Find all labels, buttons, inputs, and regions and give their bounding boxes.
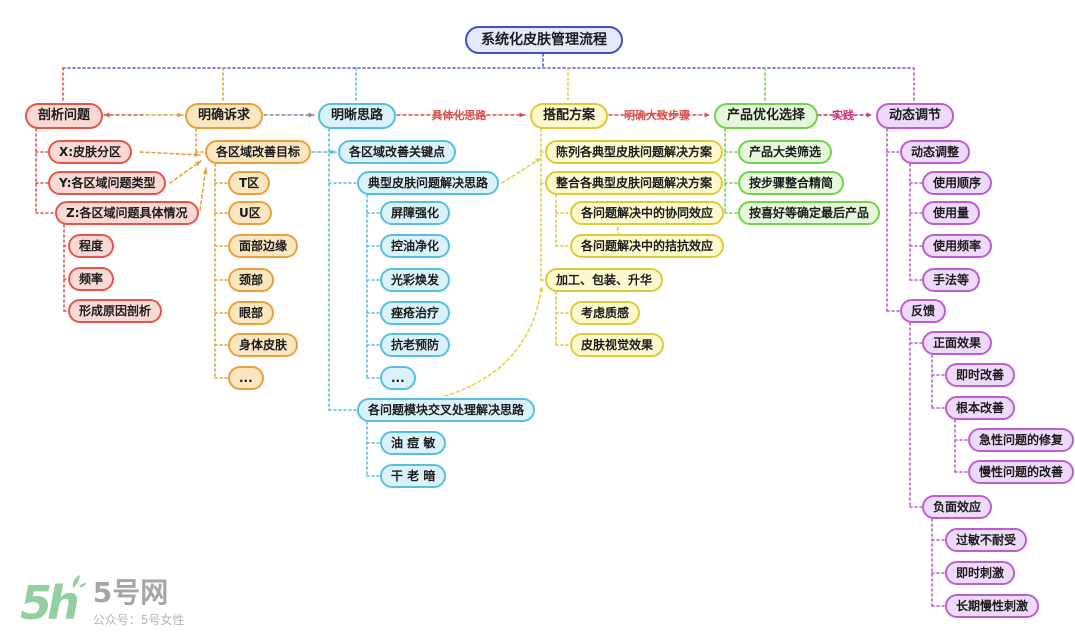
leaf-icon: [72, 575, 86, 588]
node-instant-improve[interactable]: 即时改善: [945, 363, 1016, 387]
edge-label-concretize: 具体化思路: [431, 109, 487, 122]
node-negative-effects[interactable]: 负面效应: [922, 495, 993, 519]
edge-label-clarify-steps: 明确大致步骤: [624, 109, 690, 122]
node-dry-aged-dull[interactable]: 干 老 暗: [380, 464, 447, 488]
node-solutions-ellipsis[interactable]: ...: [380, 366, 416, 390]
node-improvement-goals[interactable]: 各区域改善目标: [205, 140, 312, 164]
node-key-points[interactable]: 各区域改善关键点: [338, 140, 457, 164]
node-visual-effect[interactable]: 皮肤视觉效果: [570, 333, 665, 357]
node-analyze-problems[interactable]: 剖析问题: [25, 103, 104, 129]
node-usage-frequency[interactable]: 使用频率: [922, 234, 993, 258]
node-product-optimization[interactable]: 产品优化选择: [714, 103, 819, 129]
node-neck[interactable]: 颈部: [228, 268, 275, 292]
node-final-products[interactable]: 按喜好等确定最后产品: [738, 201, 881, 225]
node-category-screening[interactable]: 产品大类筛选: [738, 140, 833, 164]
site-name: 5号网: [92, 576, 169, 609]
node-frequency[interactable]: 频率: [68, 267, 115, 291]
node-root-title[interactable]: 系统化皮肤管理流程: [465, 26, 623, 54]
node-chronic-irritation[interactable]: 长期慢性刺激: [945, 594, 1040, 618]
node-cross-solutions[interactable]: 各问题模块交叉处理解决思路: [357, 398, 536, 422]
node-goals-ellipsis[interactable]: ...: [228, 366, 264, 390]
node-texture[interactable]: 考虑质感: [570, 301, 641, 325]
node-acute-repair[interactable]: 急性问题的修复: [968, 428, 1075, 452]
node-t-zone[interactable]: T区: [228, 171, 271, 195]
node-z-problem-details[interactable]: Z:各区域问题具体情况: [55, 201, 199, 225]
edge-label-practice: 实践: [832, 109, 854, 122]
node-clear-thinking[interactable]: 明晰思路: [318, 103, 397, 129]
node-radiance[interactable]: 光彩焕发: [380, 268, 451, 292]
node-barrier-strengthen[interactable]: 屏障强化: [380, 201, 451, 225]
node-face-edge[interactable]: 面部边缘: [228, 234, 299, 258]
node-antagonism-effect[interactable]: 各问题解决中的拮抗效应: [570, 234, 725, 258]
node-typical-solutions[interactable]: 典型皮肤问题解决思路: [357, 171, 500, 195]
node-instant-irritation[interactable]: 即时刺激: [945, 561, 1016, 585]
node-body-skin[interactable]: 身体皮肤: [228, 333, 299, 357]
node-acne-treatment[interactable]: 痤疮治疗: [380, 301, 451, 325]
node-feedback[interactable]: 反馈: [900, 299, 947, 323]
node-allergy-intolerance[interactable]: 过敏不耐受: [945, 528, 1028, 552]
site-slogan: 公众号：5号女性: [92, 613, 185, 627]
node-chronic-improve[interactable]: 慢性问题的改善: [968, 460, 1075, 484]
node-anti-aging[interactable]: 抗老预防: [380, 333, 451, 357]
node-eyes[interactable]: 眼部: [228, 301, 275, 325]
node-process-package[interactable]: 加工、包装、升华: [545, 268, 664, 292]
node-dynamic-adjust[interactable]: 动态调整: [900, 140, 971, 164]
node-synergy-effect[interactable]: 各问题解决中的协同效应: [570, 201, 725, 225]
node-matching-plan[interactable]: 搭配方案: [530, 103, 609, 129]
site-logo-mark: 5h: [20, 575, 86, 628]
node-y-problem-types[interactable]: Y:各区域问题类型: [48, 171, 167, 195]
node-list-solutions[interactable]: 陈列各典型皮肤问题解决方案: [545, 140, 724, 164]
node-integrate-solutions[interactable]: 整合各典型皮肤问题解决方案: [545, 171, 724, 195]
node-dynamic-regulation[interactable]: 动态调节: [876, 103, 955, 129]
node-step-simplify[interactable]: 按步骤整合精简: [738, 171, 845, 195]
node-usage-amount[interactable]: 使用量: [922, 201, 981, 225]
node-x-skin-partition[interactable]: X:皮肤分区: [48, 140, 133, 164]
node-degree[interactable]: 程度: [68, 234, 115, 258]
node-clarify-demands[interactable]: 明确诉求: [185, 103, 264, 129]
node-fundamental-improve[interactable]: 根本改善: [945, 396, 1016, 420]
node-positive-effects[interactable]: 正面效果: [922, 331, 993, 355]
node-cause-analysis[interactable]: 形成原因剖析: [68, 299, 163, 323]
node-oily-acne-sensitive[interactable]: 油 痘 敏: [380, 431, 447, 455]
node-u-zone[interactable]: U区: [228, 201, 272, 225]
node-oil-control[interactable]: 控油净化: [380, 234, 451, 258]
node-technique[interactable]: 手法等: [922, 268, 981, 292]
site-footer: 5h 5号网 公众号：5号女性: [20, 575, 185, 628]
node-usage-order[interactable]: 使用顺序: [922, 171, 993, 195]
